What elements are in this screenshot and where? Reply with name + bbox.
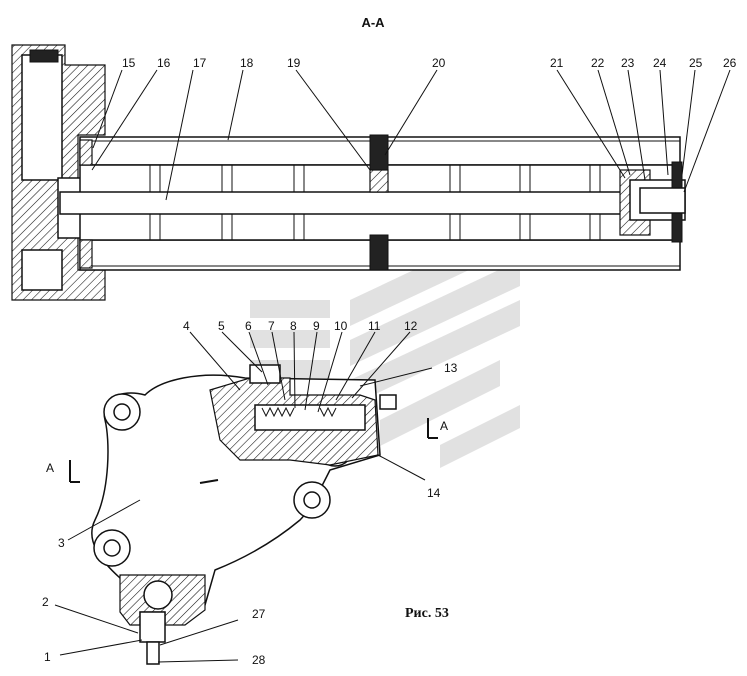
callout-18: 18	[240, 56, 254, 70]
callout-5: 5	[218, 319, 225, 333]
callout-3: 3	[58, 536, 65, 550]
callout-27: 27	[252, 607, 266, 621]
section-cut-markers	[69, 418, 438, 483]
callout-12: 12	[404, 319, 418, 333]
pump-body	[91, 364, 397, 665]
callout-1: 1	[44, 650, 51, 664]
callout-11: 11	[368, 319, 381, 333]
callout-24: 24	[653, 56, 667, 70]
callout-19: 19	[287, 56, 301, 70]
callout-2: 2	[42, 595, 49, 609]
callout-16: 16	[157, 56, 171, 70]
section-mark-left: А	[46, 461, 54, 475]
callout-28: 28	[252, 653, 266, 667]
section-title: А-А	[361, 15, 385, 30]
callout-13: 13	[444, 361, 458, 375]
callout-4: 4	[183, 319, 190, 333]
figure-caption: Рис. 53	[405, 606, 449, 621]
callout-17: 17	[193, 56, 207, 70]
callout-14: 14	[427, 486, 441, 500]
callout-7: 7	[268, 319, 275, 333]
callout-10: 10	[334, 319, 348, 333]
callout-6: 6	[245, 319, 252, 333]
callout-15: 15	[122, 56, 136, 70]
callout-numbers: 1 2 3 4 5 6 7 8 9 10 11 12 13 14 15 16 1…	[42, 56, 737, 667]
cylinder-tube	[59, 134, 686, 271]
callout-20: 20	[432, 56, 446, 70]
callout-25: 25	[689, 56, 703, 70]
leader-lines	[54, 69, 731, 663]
callout-26: 26	[723, 56, 737, 70]
callout-23: 23	[621, 56, 635, 70]
callout-21: 21	[550, 56, 564, 70]
callout-9: 9	[313, 319, 320, 333]
section-mark-right: А	[440, 419, 448, 433]
callout-8: 8	[290, 319, 297, 333]
callout-22: 22	[591, 56, 605, 70]
